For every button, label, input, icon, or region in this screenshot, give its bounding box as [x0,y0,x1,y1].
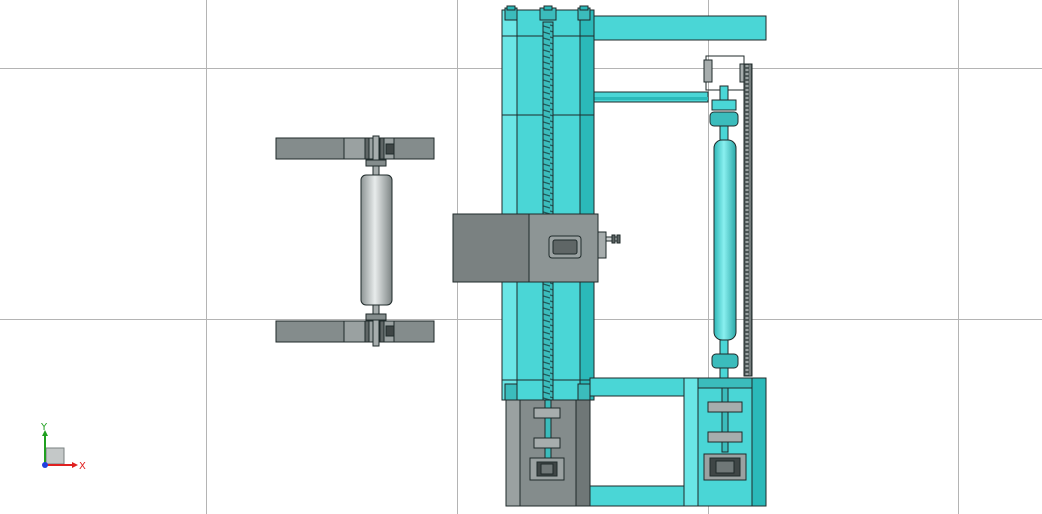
coordinate-triad-icon: Y X [40,422,86,472]
left-gearbox-base[interactable] [505,399,591,507]
carriage-block[interactable] [452,213,621,283]
lower-beam[interactable] [589,377,687,507]
right-roller-assembly[interactable] [703,55,753,389]
left-roller-assembly[interactable] [275,135,435,347]
drive-chain [743,63,753,377]
right-gearbox-base[interactable] [683,377,767,507]
idler-roller [360,174,393,306]
triad-x-label: X [79,461,86,472]
drive-roller [713,139,737,341]
triad-y-label: Y [40,422,48,433]
main-column[interactable] [501,5,595,403]
lead-screw [542,21,554,403]
top-arm[interactable] [589,15,767,103]
